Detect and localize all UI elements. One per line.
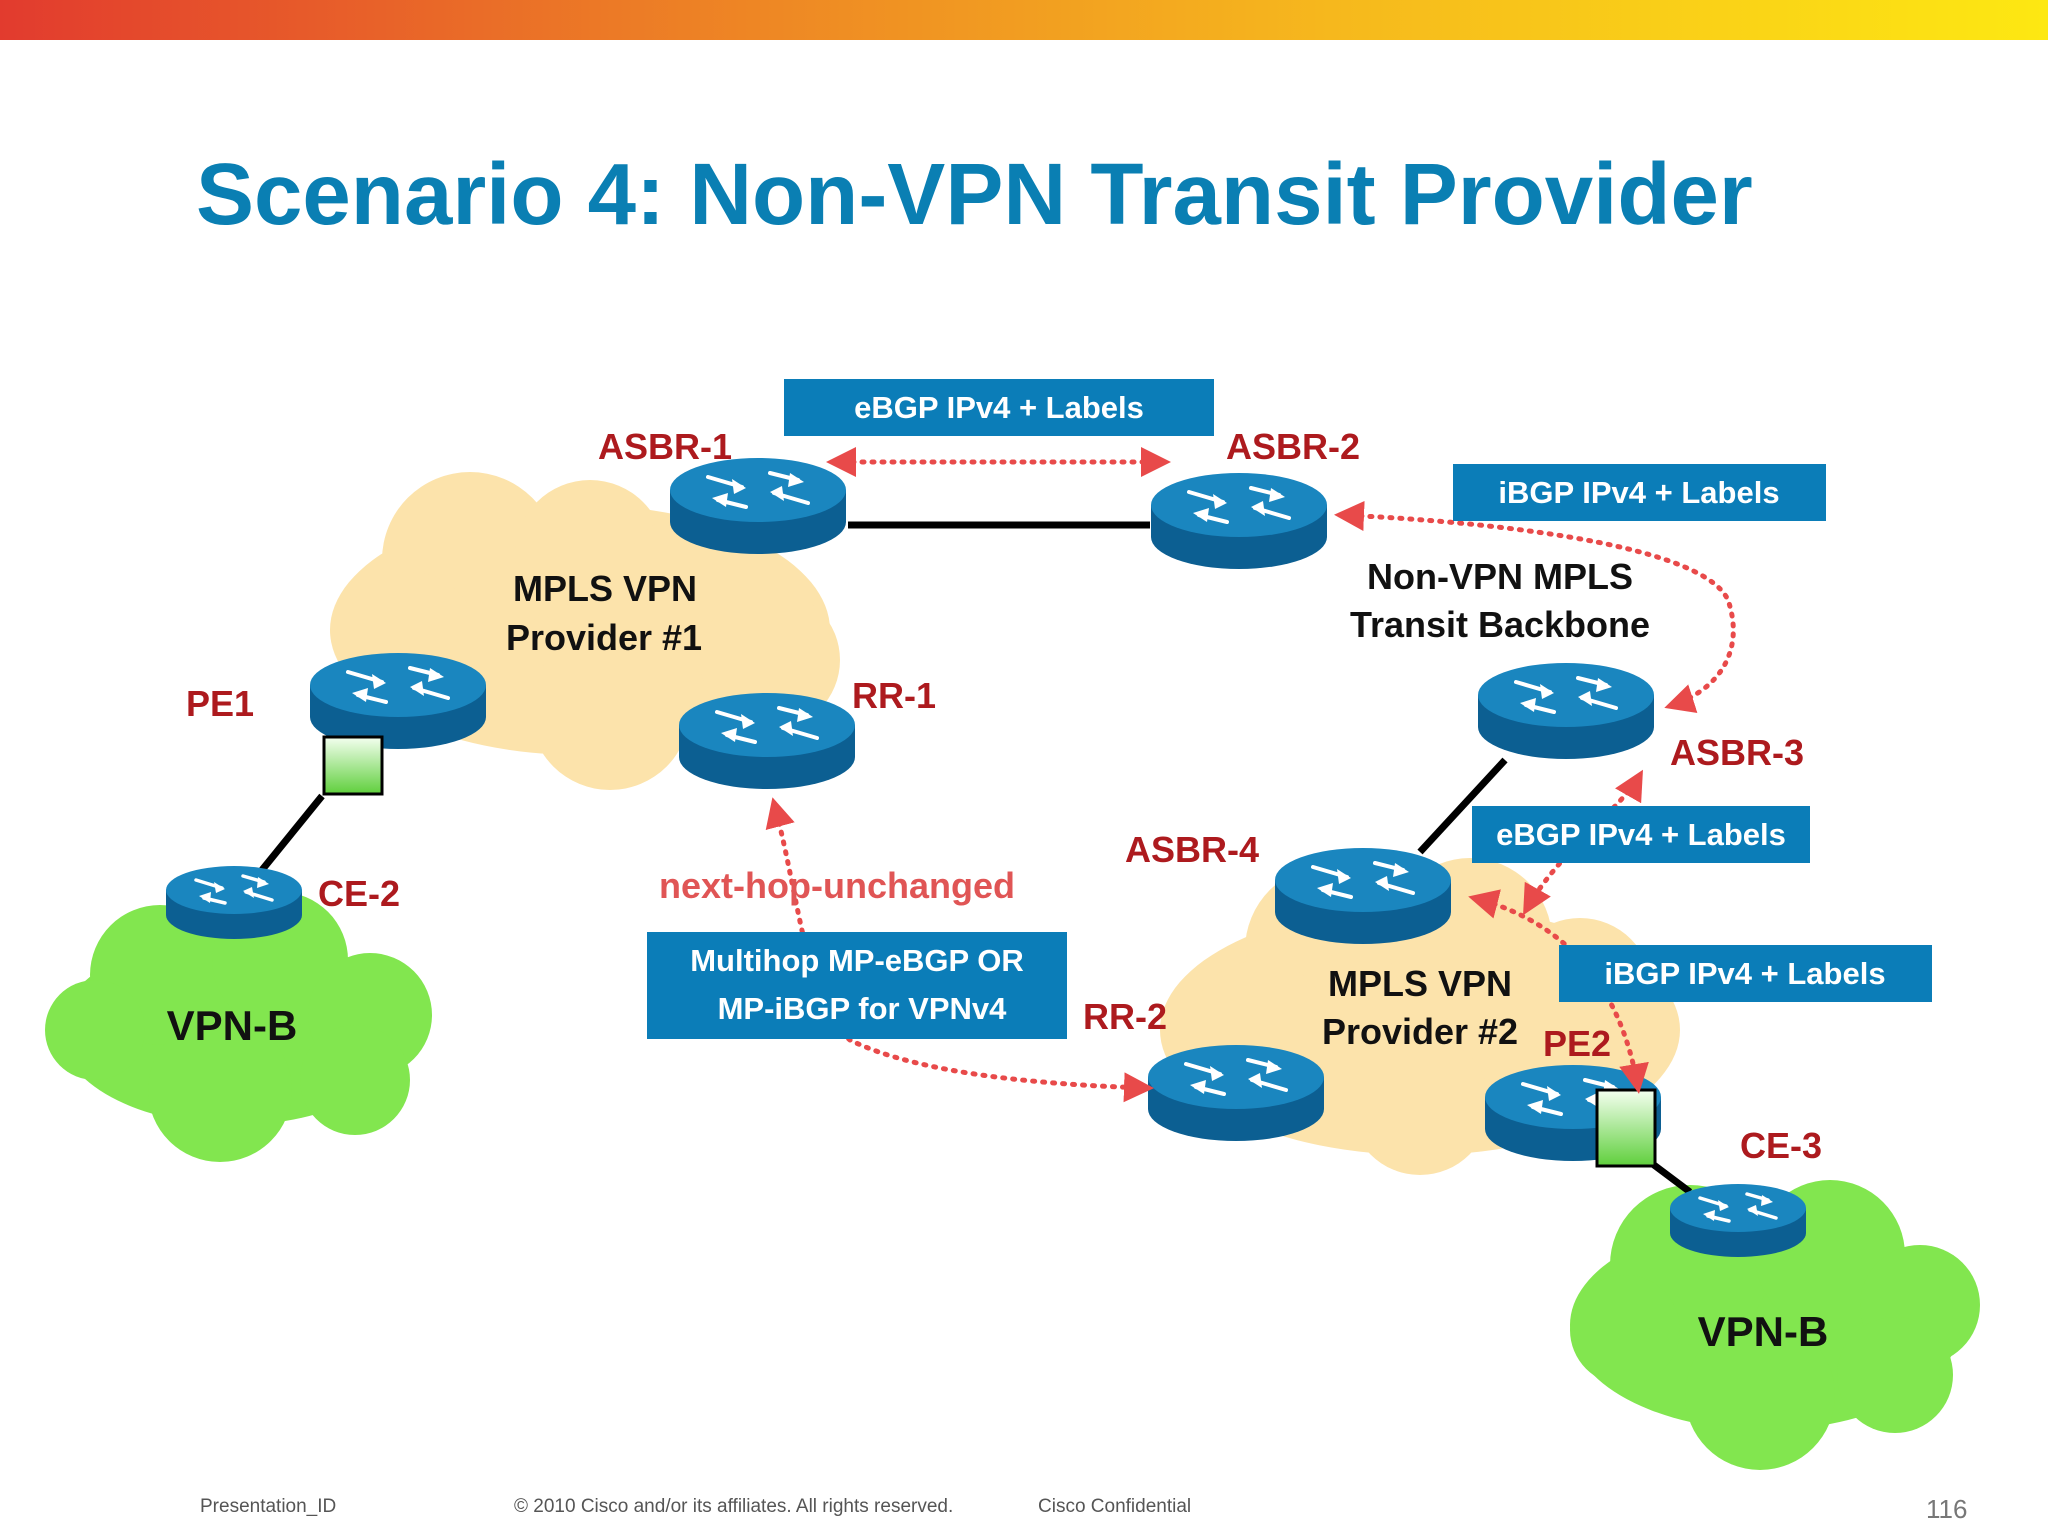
provider2-label-line1: MPLS VPN bbox=[1328, 963, 1512, 1004]
pe1-router-icon bbox=[308, 651, 488, 751]
multihop-label-line2: MP-iBGP for VPNv4 bbox=[718, 991, 1008, 1026]
page-title: Scenario 4: Non-VPN Transit Provider bbox=[196, 146, 1753, 243]
ce3-router-icon bbox=[1668, 1182, 1808, 1259]
ibgp-top-label: iBGP IPv4 + Labels bbox=[1498, 475, 1779, 510]
asbr3-router-icon bbox=[1476, 661, 1656, 761]
rr2-router-icon bbox=[1146, 1043, 1326, 1143]
provider1-label-line1: MPLS VPN bbox=[513, 568, 697, 609]
asbr1-router-icon bbox=[668, 456, 848, 556]
ebgp-top-box: eBGP IPv4 + Labels bbox=[784, 379, 1214, 436]
vpn-b-right-label: VPN-B bbox=[1698, 1308, 1829, 1355]
next-hop-unchanged-label: next-hop-unchanged bbox=[659, 865, 1015, 906]
footer-confidential: Cisco Confidential bbox=[1038, 1496, 1192, 1517]
footer-presentation-id: Presentation_ID bbox=[200, 1496, 337, 1517]
rr2-label: RR-2 bbox=[1083, 996, 1167, 1037]
ibgp-bottom-box: iBGP IPv4 + Labels bbox=[1559, 945, 1932, 1002]
rr1-label: RR-1 bbox=[852, 675, 936, 716]
ebgp-top-label: eBGP IPv4 + Labels bbox=[854, 390, 1144, 425]
pe2-vrf-interface-icon bbox=[1595, 1088, 1657, 1168]
transit-label-line1: Non-VPN MPLS bbox=[1367, 556, 1633, 597]
ebgp-right-label: eBGP IPv4 + Labels bbox=[1496, 817, 1786, 852]
asbr4-router-icon bbox=[1273, 846, 1453, 946]
physical-links bbox=[259, 521, 1693, 1195]
rr1-router-icon bbox=[677, 691, 857, 791]
provider1-label-line2: Provider #1 bbox=[506, 617, 702, 658]
transit-label-line2: Transit Backbone bbox=[1350, 604, 1650, 645]
ce2-label: CE-2 bbox=[318, 873, 400, 914]
pe1-label: PE1 bbox=[186, 683, 254, 724]
ce3-label: CE-3 bbox=[1740, 1125, 1822, 1166]
asbr1-label: ASBR-1 bbox=[598, 426, 732, 467]
asbr4-label: ASBR-4 bbox=[1125, 829, 1259, 870]
page-number: 116 bbox=[1926, 1494, 1968, 1524]
top-gradient-bar bbox=[0, 0, 2048, 40]
ibgp-bottom-label: iBGP IPv4 + Labels bbox=[1604, 956, 1885, 991]
vpn-b-cloud-right bbox=[1570, 1180, 1980, 1470]
multihop-box: Multihop MP-eBGP OR MP-iBGP for VPNv4 bbox=[647, 932, 1067, 1039]
asbr2-router-icon bbox=[1149, 471, 1329, 571]
pe1-vrf-interface-icon bbox=[322, 735, 384, 796]
provider2-label-line2: Provider #2 bbox=[1322, 1011, 1518, 1052]
asbr3-label: ASBR-3 bbox=[1670, 732, 1804, 773]
multihop-label-line1: Multihop MP-eBGP OR bbox=[690, 943, 1024, 978]
pe2-label: PE2 bbox=[1543, 1023, 1611, 1064]
vpn-b-cloud-left bbox=[45, 892, 432, 1162]
ibgp-top-box: iBGP IPv4 + Labels bbox=[1453, 464, 1826, 521]
ebgp-right-box: eBGP IPv4 + Labels bbox=[1472, 806, 1810, 863]
ce2-router-icon bbox=[164, 864, 304, 941]
vpn-b-left-label: VPN-B bbox=[167, 1002, 298, 1049]
asbr2-label: ASBR-2 bbox=[1226, 426, 1360, 467]
footer-copyright: © 2010 Cisco and/or its affiliates. All … bbox=[514, 1496, 954, 1517]
